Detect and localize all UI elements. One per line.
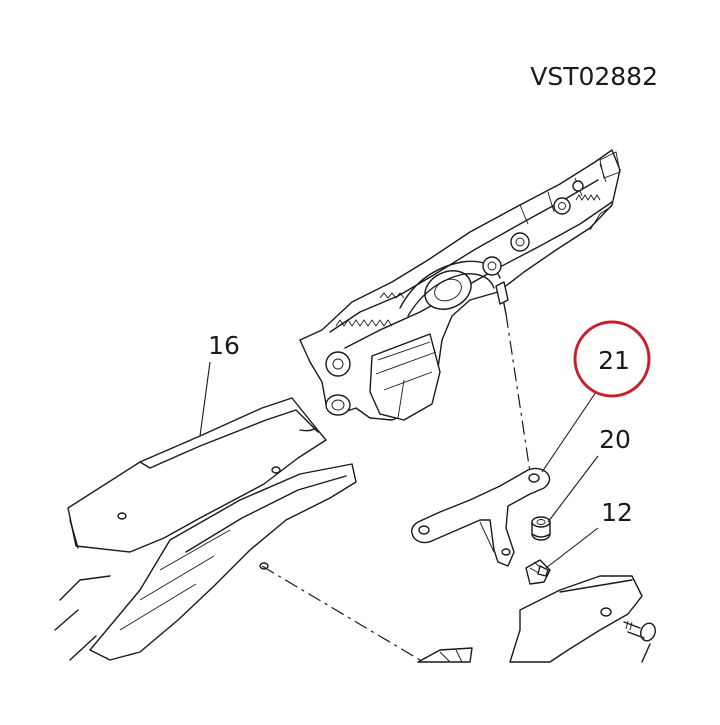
callout-21: 21: [598, 346, 630, 375]
highlight-ring-21: [573, 320, 651, 398]
part-20-nut: [531, 516, 551, 541]
frame-assembly: [299, 149, 621, 421]
assembly-lines: [261, 313, 531, 661]
screw: [623, 620, 656, 663]
callout-12: 12: [601, 498, 633, 527]
part-16-side-cover: [54, 397, 357, 661]
part-21-bracket: [411, 467, 551, 567]
callout-20: 20: [599, 425, 631, 454]
callout-leaders: [199, 361, 599, 569]
lower-mounting-plate: [417, 575, 643, 663]
reference-code: VST02882: [530, 62, 658, 91]
part-12-clip: [525, 559, 551, 585]
callout-16: 16: [208, 331, 240, 360]
